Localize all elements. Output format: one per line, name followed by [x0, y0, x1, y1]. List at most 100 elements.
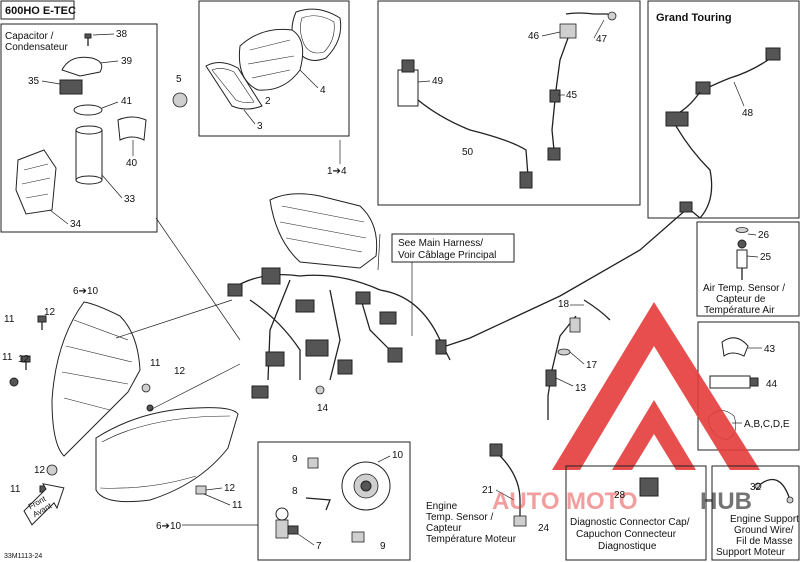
- engine-temp-caption-line3: Capteur: [426, 523, 462, 534]
- capacitor-box: Capacitor / Condensateur 38 39 35 41 40: [0, 23, 158, 233]
- callout-21: 21: [482, 485, 494, 496]
- ground-caption-line4: Support Moteur: [716, 547, 786, 558]
- grand-touring-box: Grand Touring 48: [647, 0, 800, 219]
- sensor-cable: [417, 99, 529, 177]
- callout-6-10-top: 6➔10: [73, 286, 99, 297]
- capacitor-connector: [59, 79, 83, 95]
- callout-7: 7: [316, 541, 322, 552]
- callout-12-a: 12: [44, 307, 56, 318]
- callout-32: 32: [750, 482, 762, 493]
- callout-4: 4: [320, 85, 326, 96]
- callout-35: 35: [28, 76, 40, 87]
- capacitor-caption-line1: Capacitor /: [5, 31, 54, 42]
- front-indicator: Front Avant: [23, 483, 65, 526]
- main-harness-callout: See Main Harness/ Voir Câblage Principal: [377, 233, 515, 336]
- callout-11-c: 11: [150, 358, 161, 369]
- diagnostic-cap: [639, 477, 659, 497]
- position-bulb-b: [351, 531, 365, 543]
- callout-43: 43: [764, 344, 776, 355]
- callout-18: 18: [558, 299, 570, 310]
- callout-26: 26: [758, 230, 770, 241]
- capacitor-screw: [84, 33, 92, 46]
- capacitor: [75, 125, 103, 185]
- grand-touring-caption: Grand Touring: [656, 12, 732, 24]
- callout-48: 48: [742, 108, 754, 119]
- callout-33: 33: [124, 194, 136, 205]
- watermark-text-left: AUTO: [492, 488, 560, 515]
- callout-12-c: 12: [174, 366, 186, 377]
- gauge-bezel: [205, 62, 263, 110]
- bulb-box: 9 10 8 7 9: [257, 441, 411, 561]
- lubricant-tube: [709, 375, 751, 389]
- callout-12-b: 12: [18, 354, 30, 365]
- bulb-socket: [341, 461, 391, 511]
- callout-10: 10: [392, 450, 404, 461]
- callout-5: 5: [176, 74, 182, 85]
- callout-12-d: 12: [34, 465, 46, 476]
- ground-wire: [757, 478, 791, 501]
- watermark-logo: AUTO MOTO HUB: [492, 302, 760, 515]
- callout-34: 34: [70, 219, 82, 230]
- headlight-bulb: [275, 507, 299, 539]
- callout-17: 17: [586, 360, 598, 371]
- callout-11-d: 11: [10, 484, 21, 495]
- sensor-connector: [519, 171, 533, 189]
- headlight-lens: [95, 407, 239, 503]
- harness-clip: [559, 23, 577, 39]
- instrument-cluster: [269, 193, 378, 269]
- harness-trunk: [229, 273, 451, 361]
- callout-2: 2: [265, 96, 271, 107]
- engine-temp-caption-line1: Engine: [426, 501, 458, 512]
- callout-6-10-bottom: 6➔10: [156, 521, 182, 532]
- callout-50: 50: [462, 147, 474, 158]
- callout-44: 44: [766, 379, 778, 390]
- callout-47: 47: [596, 34, 608, 45]
- diag-caption-line3: Diagnostique: [598, 541, 657, 552]
- callout-25: 25: [760, 252, 772, 263]
- callout-11-b: 11: [2, 352, 13, 363]
- diag-caption-line2: Capuchon Connecteur: [576, 529, 677, 540]
- speed-sensor: [397, 59, 419, 107]
- callout-12-e: 12: [224, 483, 236, 494]
- main-harness-caption-line2: Voir Câblage Principal: [398, 250, 496, 261]
- air-temp-caption-line1: Air Temp. Sensor /: [703, 283, 785, 294]
- main-harness-assembly: 14: [227, 193, 451, 414]
- air-temp-sensor: [736, 249, 748, 269]
- callout-49: 49: [432, 76, 444, 87]
- harness-connector: [547, 147, 561, 161]
- capacitor-holder: [15, 149, 57, 215]
- callout-1-4: 1➔4: [327, 166, 347, 177]
- main-harness-caption-line1: See Main Harness/: [398, 238, 483, 249]
- callout-14: 14: [317, 403, 329, 414]
- callout-39: 39: [121, 56, 133, 67]
- diagnostic-cap-box: 28 Diagnostic Connector Cap/ Capuchon Co…: [565, 465, 707, 561]
- ground-caption-line2: Ground Wire/: [734, 525, 794, 536]
- callout-24: 24: [538, 523, 550, 534]
- headlight-reflector: [51, 301, 141, 457]
- gauge-cap: [172, 92, 188, 108]
- capacitor-caption-line2: Condensateur: [5, 42, 68, 53]
- callout-3: 3: [257, 121, 263, 132]
- consumables-caption: A,B,C,D,E: [744, 419, 790, 430]
- engine-temp-caption-line2: Temp. Sensor /: [426, 512, 493, 523]
- title-box: [0, 0, 75, 20]
- callout-38: 38: [116, 29, 128, 40]
- capacitor-bracket: [61, 56, 103, 77]
- engine-temp-caption-line4: Température Moteur: [426, 534, 517, 545]
- air-temp-box: 26 25 Air Temp. Sensor / Capteur de Temp…: [696, 221, 800, 317]
- position-bulb-a: [307, 457, 319, 469]
- callout-45: 45: [566, 90, 578, 101]
- figure-code: 33M1113-24: [4, 553, 42, 560]
- capacitor-sleeve: [117, 116, 147, 141]
- clamp-part: [721, 337, 749, 357]
- callout-9-a: 9: [292, 454, 298, 465]
- diag-caption-line1: Diagnostic Connector Cap/: [570, 517, 690, 528]
- headlight-screws: [9, 315, 207, 495]
- ground-caption-line1: Engine Support: [730, 514, 799, 525]
- callout-28: 28: [614, 490, 626, 501]
- callout-11-a: 11: [4, 314, 15, 325]
- callout-41: 41: [121, 96, 133, 107]
- callout-13: 13: [575, 383, 587, 394]
- callout-8: 8: [292, 486, 298, 497]
